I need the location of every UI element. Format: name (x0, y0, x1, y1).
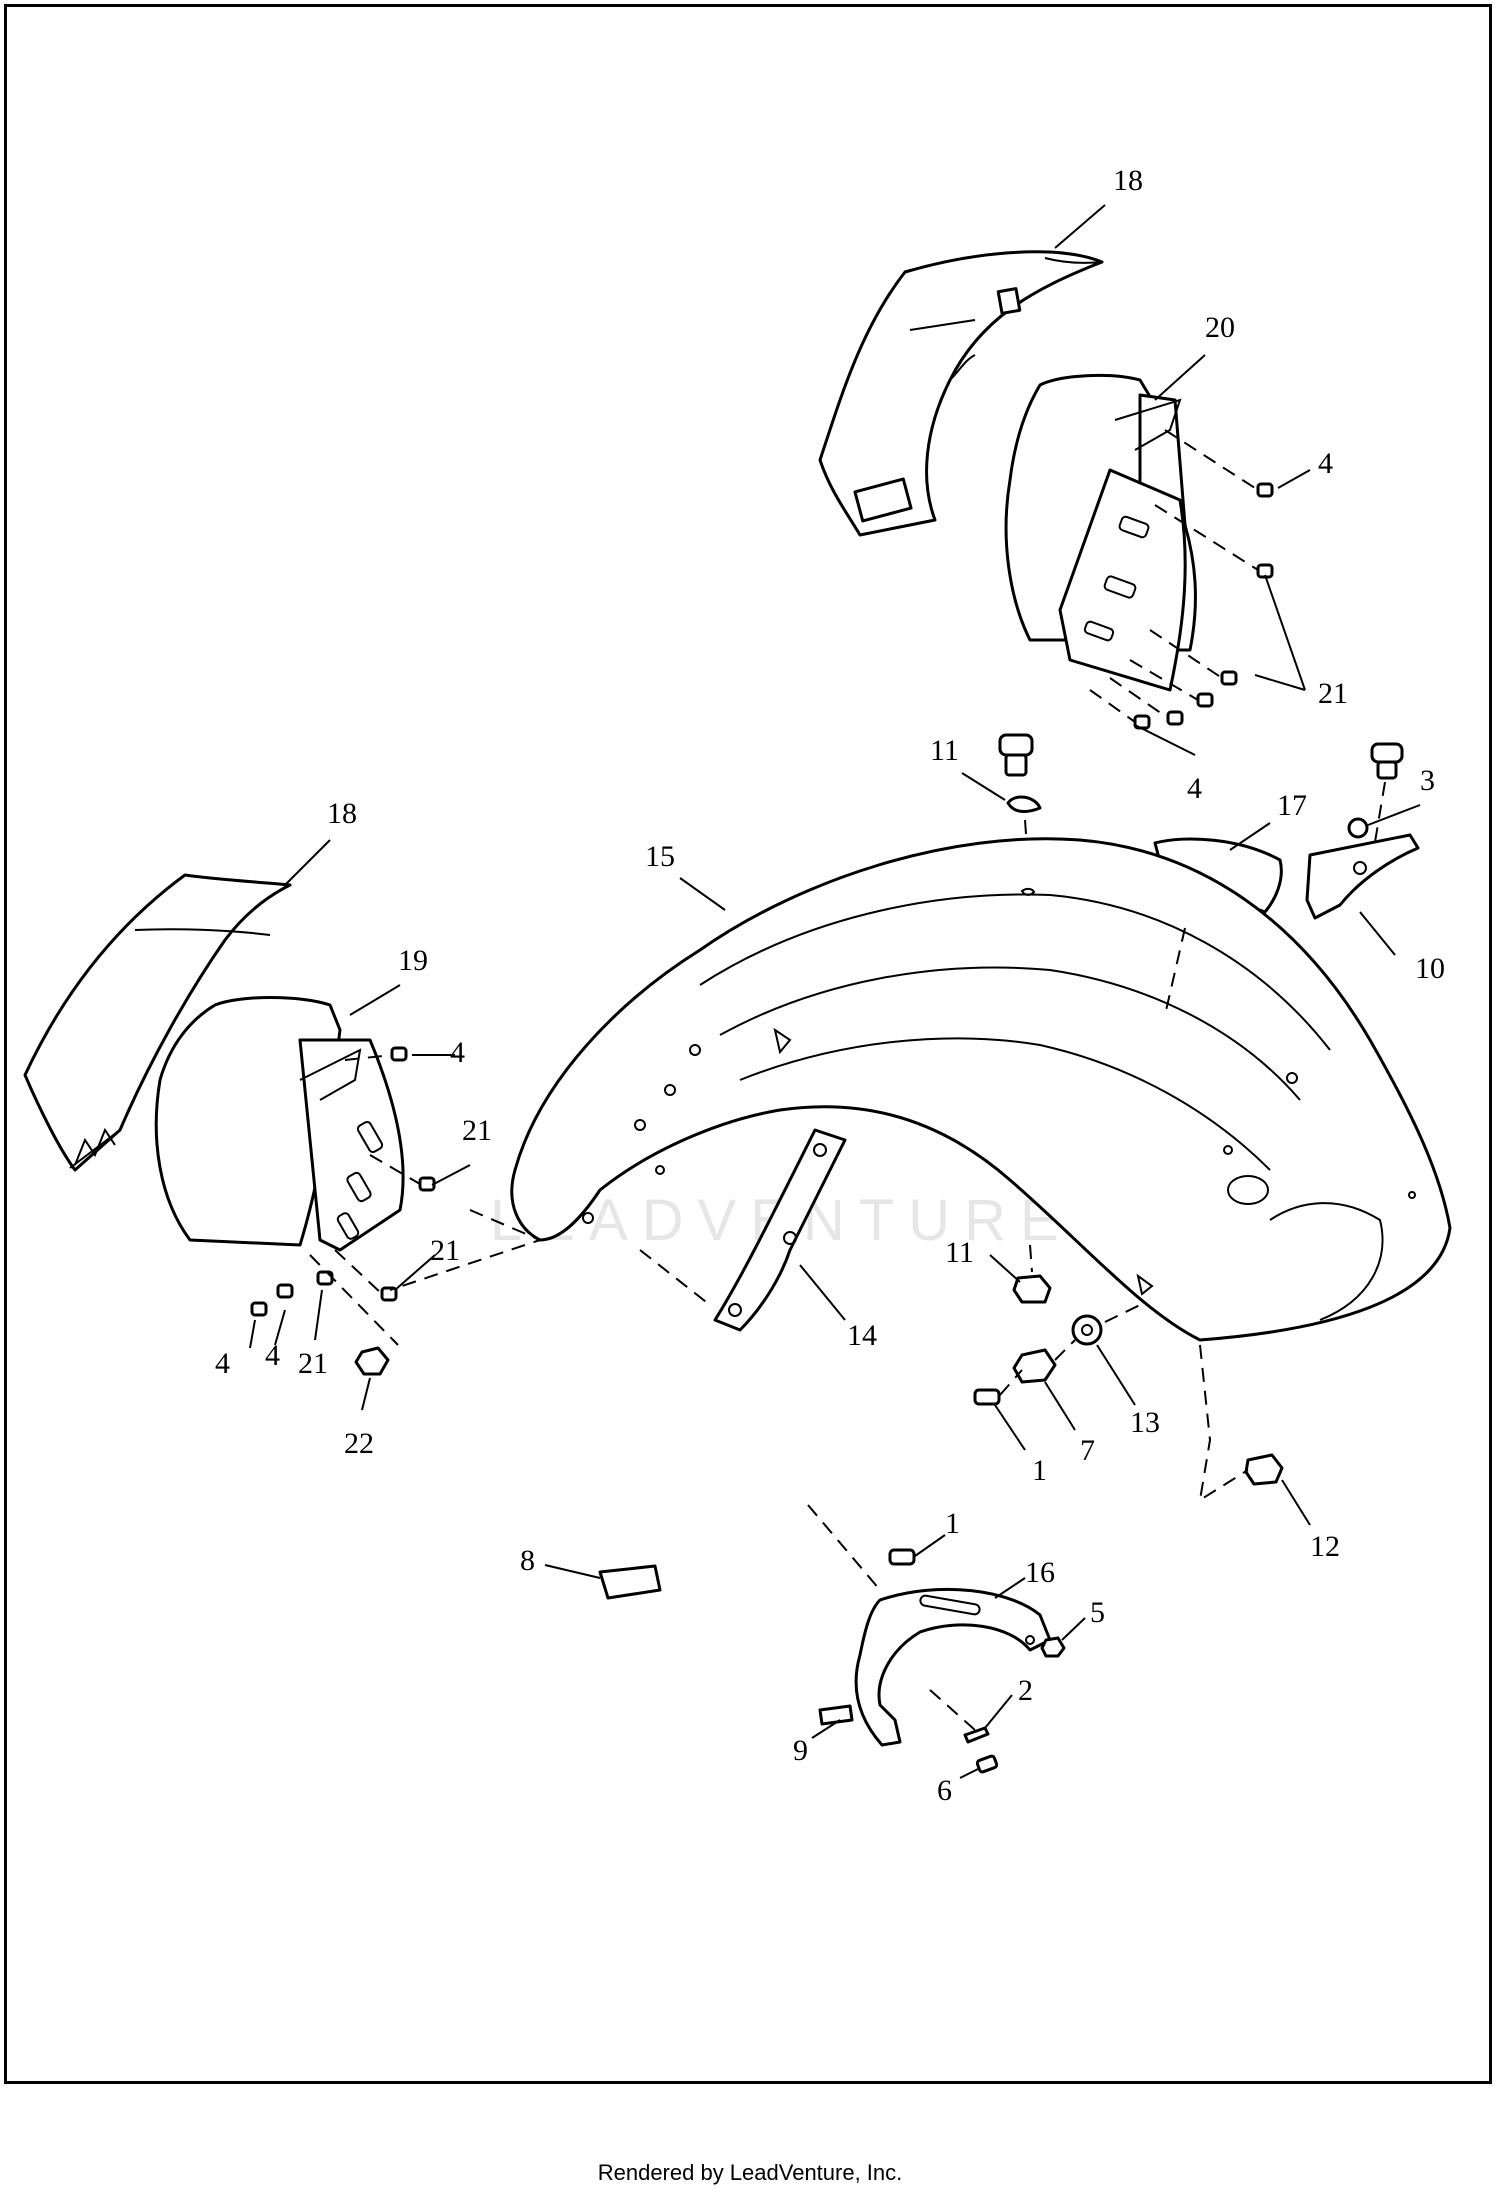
part-6-pin (975, 1754, 999, 1774)
callout-21-left-lower: 21 (430, 1234, 460, 1267)
callout-3: 3 (1420, 764, 1435, 797)
part-7-spacer (1012, 1348, 1057, 1384)
part-14-bracket (713, 1128, 847, 1332)
part-13-washer (1071, 1314, 1103, 1346)
callout-8: 8 (520, 1544, 535, 1577)
part-9-tag (818, 1704, 854, 1726)
callout-11-lower: 11 (945, 1236, 974, 1269)
callout-4-left-top: 4 (450, 1036, 465, 1069)
callout-4-left-b: 4 (265, 1339, 280, 1372)
callout-16: 16 (1025, 1556, 1055, 1589)
callout-21-left-bottom: 21 (298, 1347, 328, 1380)
diagram-frame (4, 4, 1492, 2084)
callout-22: 22 (344, 1427, 374, 1460)
part-1-screw-lower (973, 1388, 1001, 1406)
part-16-support-bracket (854, 1587, 1052, 1747)
callout-labels: 18 20 4 21 4 11 3 17 10 15 18 19 4 21 21… (215, 164, 1445, 1807)
part-11-lower-nut (1012, 1274, 1052, 1304)
callout-14: 14 (847, 1319, 877, 1352)
callout-18-upper: 18 (1113, 164, 1143, 197)
callout-19: 19 (398, 944, 428, 977)
footer-credit: Rendered by LeadVenture, Inc. (597, 2160, 903, 2185)
part-11-upper-fastener (998, 733, 1042, 813)
callout-18-lower: 18 (327, 797, 357, 830)
callout-1-lower: 1 (1032, 1454, 1047, 1487)
callout-9: 9 (793, 1734, 808, 1767)
part-1-screw-upper (888, 1548, 916, 1566)
callout-21-left-upper: 21 (462, 1114, 492, 1147)
callout-13: 13 (1130, 1406, 1160, 1439)
callout-5: 5 (1090, 1596, 1105, 1629)
part-5-nut (1040, 1636, 1066, 1658)
leader-lines (249, 204, 1421, 1779)
callout-10: 10 (1415, 952, 1445, 985)
callout-4-upper-right: 4 (1318, 447, 1333, 480)
callout-4-upper-bottom: 4 (1187, 772, 1202, 805)
part-18-lower (23, 873, 292, 1172)
part-12-nut (1244, 1453, 1284, 1486)
callout-4-left-a: 4 (215, 1347, 230, 1380)
part-10-bracket (1305, 833, 1420, 920)
callout-11-upper: 11 (930, 734, 959, 767)
callout-1-upper: 1 (945, 1507, 960, 1540)
callout-2: 2 (1018, 1674, 1033, 1707)
part-3-screw (1347, 742, 1404, 839)
part-4-screws-upper (1133, 482, 1274, 730)
callout-7: 7 (1080, 1434, 1095, 1467)
part-19-lamp-bracket (154, 996, 405, 1252)
part-8-label (598, 1564, 662, 1600)
callout-15: 15 (645, 840, 675, 873)
part-2-washer (963, 1726, 990, 1744)
part-18-upper (818, 250, 1104, 537)
callout-20: 20 (1205, 311, 1235, 344)
part-15-rear-fender (510, 837, 1452, 1342)
part-4-screws-left (250, 1046, 436, 1376)
callout-6: 6 (937, 1774, 952, 1807)
callout-21-upper: 21 (1318, 677, 1348, 710)
callout-17: 17 (1277, 789, 1307, 822)
part-20-lamp-bracket (1004, 373, 1197, 692)
callout-12: 12 (1310, 1530, 1340, 1563)
